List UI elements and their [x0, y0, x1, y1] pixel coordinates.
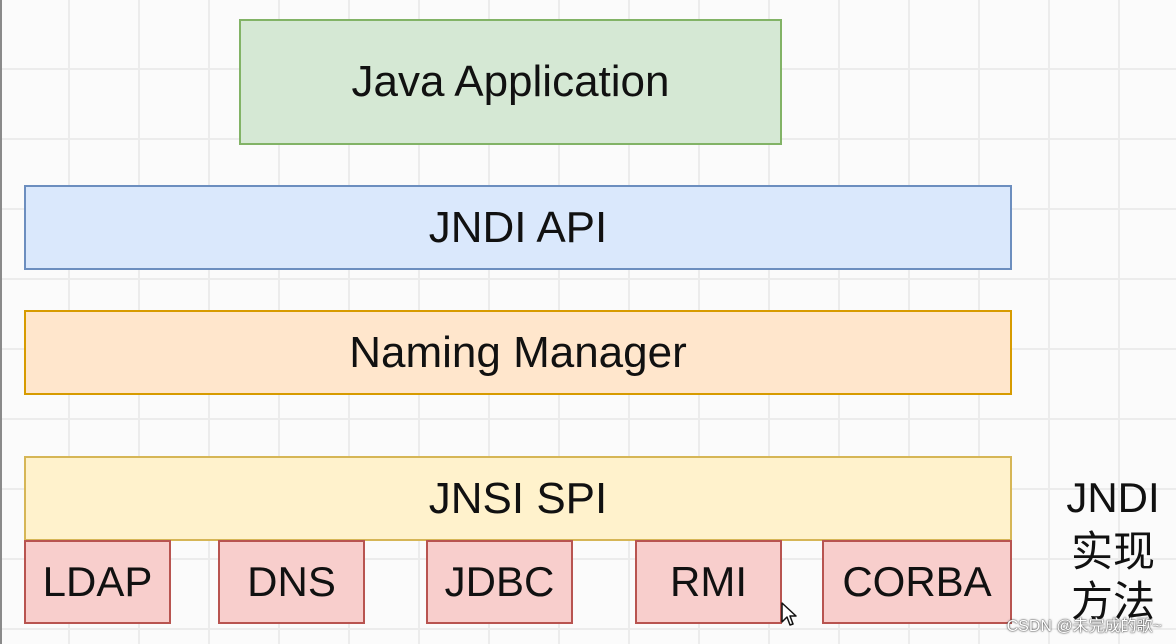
csdn-watermark: CSDN @未完成的歌~ [1006, 618, 1162, 635]
jndi-api-label: JNDI API [428, 202, 608, 252]
impl-label: DNS [247, 558, 336, 605]
mouse-cursor-icon [781, 602, 797, 626]
impl-box-jdbc: JDBC [426, 540, 573, 624]
naming-manager-label: Naming Manager [349, 327, 687, 377]
java-application-label: Java Application [351, 57, 670, 106]
impl-box-corba: CORBA [822, 540, 1012, 624]
jnsi-spi-label: JNSI SPI [428, 473, 608, 523]
impl-label: CORBA [842, 558, 992, 605]
jnsi-spi-box: JNSI SPI [24, 456, 1012, 541]
naming-manager-box: Naming Manager [24, 310, 1012, 395]
java-application-box: Java Application [239, 19, 782, 145]
impl-label: JDBC [444, 558, 555, 605]
impl-box-ldap: LDAP [24, 540, 171, 624]
side-label-line-fangfa: 方法 [1070, 578, 1155, 625]
side-label-line-shixian: 实现 [1070, 528, 1155, 575]
impl-label: RMI [670, 558, 747, 605]
impl-box-rmi: RMI [635, 540, 782, 624]
window-left-edge [0, 0, 2, 644]
impl-box-dns: DNS [218, 540, 365, 624]
side-label-line-jndi: JNDI [1066, 474, 1160, 521]
impl-label: LDAP [42, 558, 153, 605]
jndi-api-box: JNDI API [24, 185, 1012, 270]
